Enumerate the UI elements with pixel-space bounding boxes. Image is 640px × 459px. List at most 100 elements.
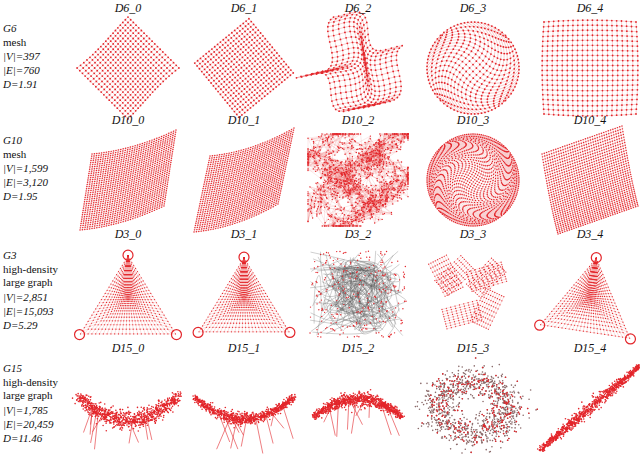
- vertex: [567, 20, 569, 22]
- vertex: [271, 52, 273, 54]
- vertex: [231, 84, 233, 86]
- vertex: [369, 78, 371, 80]
- vertex: [265, 56, 267, 58]
- vertex: [167, 56, 169, 58]
- vertex: [505, 69, 507, 71]
- vertex: [265, 85, 267, 87]
- vertex: [481, 83, 483, 85]
- vertex: [339, 86, 341, 88]
- vertex: [477, 26, 479, 28]
- vertex: [428, 55, 430, 57]
- vertex: [602, 55, 604, 57]
- vertex: [258, 71, 260, 73]
- vertex: [343, 22, 345, 24]
- vertex: [510, 57, 512, 59]
- vertex: [597, 39, 599, 41]
- vertex: [343, 26, 345, 28]
- vertex: [477, 50, 479, 52]
- vertex: [505, 46, 507, 48]
- vertex: [452, 48, 454, 50]
- vertex: [606, 100, 608, 102]
- vertex: [556, 79, 558, 81]
- vertex: [367, 93, 369, 95]
- vertex: [88, 72, 90, 74]
- vertex: [107, 38, 109, 40]
- vertex: [541, 55, 543, 57]
- vertex: [233, 35, 235, 37]
- vertex: [96, 70, 98, 72]
- vertex: [432, 45, 434, 47]
- vertex: [172, 67, 174, 69]
- vertex: [162, 80, 164, 82]
- vertex: [125, 105, 127, 107]
- vertex: [344, 106, 346, 108]
- vertex: [626, 35, 628, 37]
- vertex: [153, 59, 155, 61]
- vertex: [487, 39, 489, 41]
- vertex: [257, 82, 259, 84]
- vertex: [125, 99, 127, 101]
- vertex: [377, 99, 379, 101]
- vertex: [460, 107, 462, 109]
- vertex: [367, 53, 369, 55]
- vertex: [221, 78, 223, 80]
- vertex: [330, 73, 332, 75]
- vertex: [577, 34, 579, 36]
- vertex: [387, 72, 389, 74]
- vertex: [557, 50, 559, 52]
- vertex: [458, 84, 460, 86]
- vertex: [373, 80, 375, 82]
- vertex: [269, 72, 271, 74]
- vertex: [85, 70, 87, 72]
- vertex: [162, 51, 164, 53]
- vertex: [572, 55, 574, 57]
- vertex: [561, 80, 563, 82]
- vertex: [602, 95, 604, 97]
- vertex: [215, 59, 217, 61]
- vertex: [607, 55, 609, 57]
- vertex: [90, 80, 92, 82]
- vertex: [547, 89, 549, 91]
- vertex: [341, 44, 343, 46]
- vertex: [158, 70, 160, 72]
- vertex: [439, 98, 441, 100]
- vertex: [631, 109, 633, 111]
- vertex: [278, 84, 280, 86]
- vertex: [95, 86, 97, 88]
- vertex: [587, 19, 589, 21]
- vertex: [361, 27, 363, 29]
- vertex: [446, 105, 448, 107]
- vertex: [364, 76, 366, 78]
- vertex: [230, 37, 232, 39]
- vertex: [366, 22, 368, 24]
- vertex: [493, 55, 495, 57]
- vertex: [388, 50, 390, 52]
- vertex: [481, 95, 483, 97]
- vertex: [252, 29, 254, 31]
- vertex: [101, 75, 103, 77]
- vertex: [255, 50, 257, 52]
- vertex: [127, 32, 129, 34]
- vertex: [360, 62, 362, 64]
- vertex: [353, 26, 355, 28]
- vertex: [216, 72, 218, 74]
- vertex: [273, 60, 275, 62]
- vertex: [433, 84, 435, 86]
- vertex: [511, 82, 513, 84]
- vertex: [572, 45, 574, 47]
- vertex: [287, 77, 289, 79]
- vertex: [360, 68, 362, 70]
- vertex: [261, 98, 263, 100]
- vertex: [572, 105, 574, 107]
- vertex: [616, 114, 618, 116]
- vertex: [488, 92, 490, 94]
- vertex: [577, 95, 579, 97]
- vertex: [238, 69, 240, 71]
- vertex: [396, 55, 398, 57]
- vertex: [265, 61, 267, 63]
- vertex: [327, 77, 329, 79]
- vertex: [513, 64, 515, 66]
- vertex: [557, 35, 559, 37]
- vertex: [386, 53, 388, 55]
